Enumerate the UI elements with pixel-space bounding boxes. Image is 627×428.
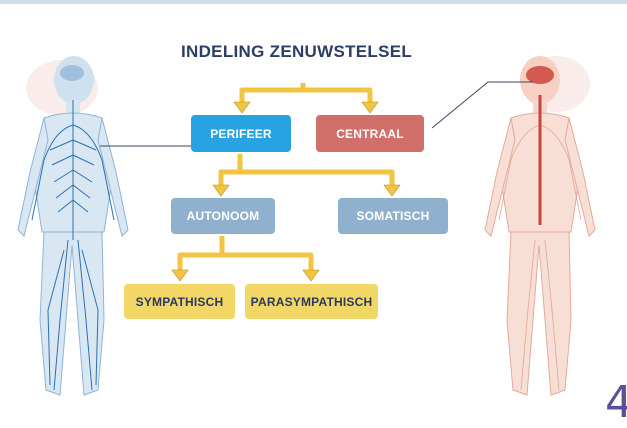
arrowhead-centraal [362, 102, 378, 113]
arrow-to-somatisch [240, 172, 392, 187]
arrow-to-centraal [303, 90, 370, 104]
page-number: 4 [605, 377, 627, 428]
node-perifeer: PERIFEER [191, 115, 291, 152]
arrow-to-perifeer [242, 83, 303, 104]
node-sympathisch: SYMPATHISCH [124, 284, 235, 319]
arrow-to-autonoom [221, 154, 240, 187]
arrowhead-autonoom [213, 185, 229, 196]
diagram-title: INDELING ZENUWSTELSEL [181, 42, 412, 62]
arrowhead-sympathisch [172, 270, 188, 281]
arrow-to-sympathisch [180, 236, 222, 272]
arrowhead-parasympathisch [303, 270, 319, 281]
arrow-to-parasympathisch [222, 255, 311, 272]
node-autonoom: AUTONOOM [171, 198, 275, 234]
arrowhead-somatisch [384, 185, 400, 196]
node-centraal: CENTRAAL [316, 115, 424, 152]
node-parasympathisch: PARASYMPATHISCH [245, 284, 378, 319]
arrowhead-perifeer [234, 102, 250, 113]
node-somatisch: SOMATISCH [338, 198, 448, 234]
